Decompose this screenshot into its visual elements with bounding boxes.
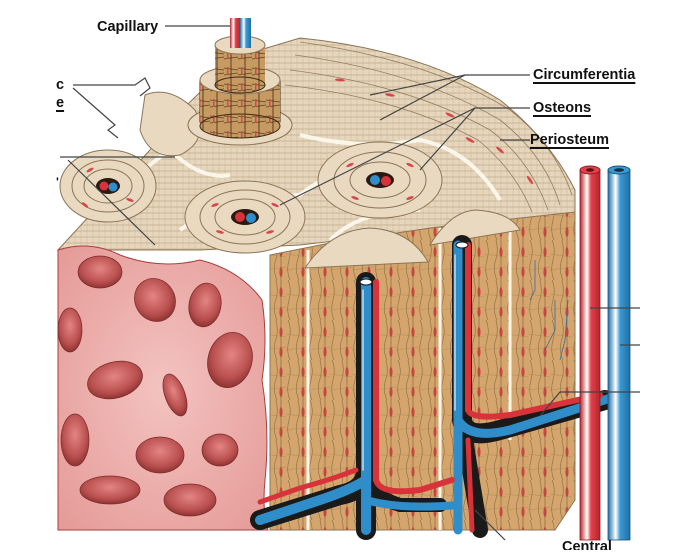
- spongy-bone: [57, 245, 269, 531]
- periosteal-vessels: [579, 165, 631, 541]
- label-periosteum: Periosteum: [530, 132, 609, 148]
- osteon-cylinder-stack: [187, 18, 293, 146]
- label-circumferential-lamellae: Circumferentia: [533, 67, 636, 83]
- osteocytes-top: [81, 78, 534, 234]
- vessels-internal: [250, 235, 625, 540]
- osteon-top-left-half: [139, 91, 201, 157]
- label-osteons: Osteons: [533, 100, 592, 116]
- label-bottom-cut: Central: [562, 540, 612, 550]
- label-capillary: Capillary: [97, 19, 159, 35]
- osteon-arches: [304, 209, 521, 269]
- label-left-stub: ': [56, 175, 59, 189]
- osteon-center: [184, 180, 306, 254]
- label-left-bracket-1: c: [56, 77, 65, 93]
- label-left-bracket-2: e: [56, 95, 65, 111]
- osteon-left: [59, 149, 157, 223]
- osteon-right: [317, 141, 443, 219]
- leader-lines: [60, 25, 640, 541]
